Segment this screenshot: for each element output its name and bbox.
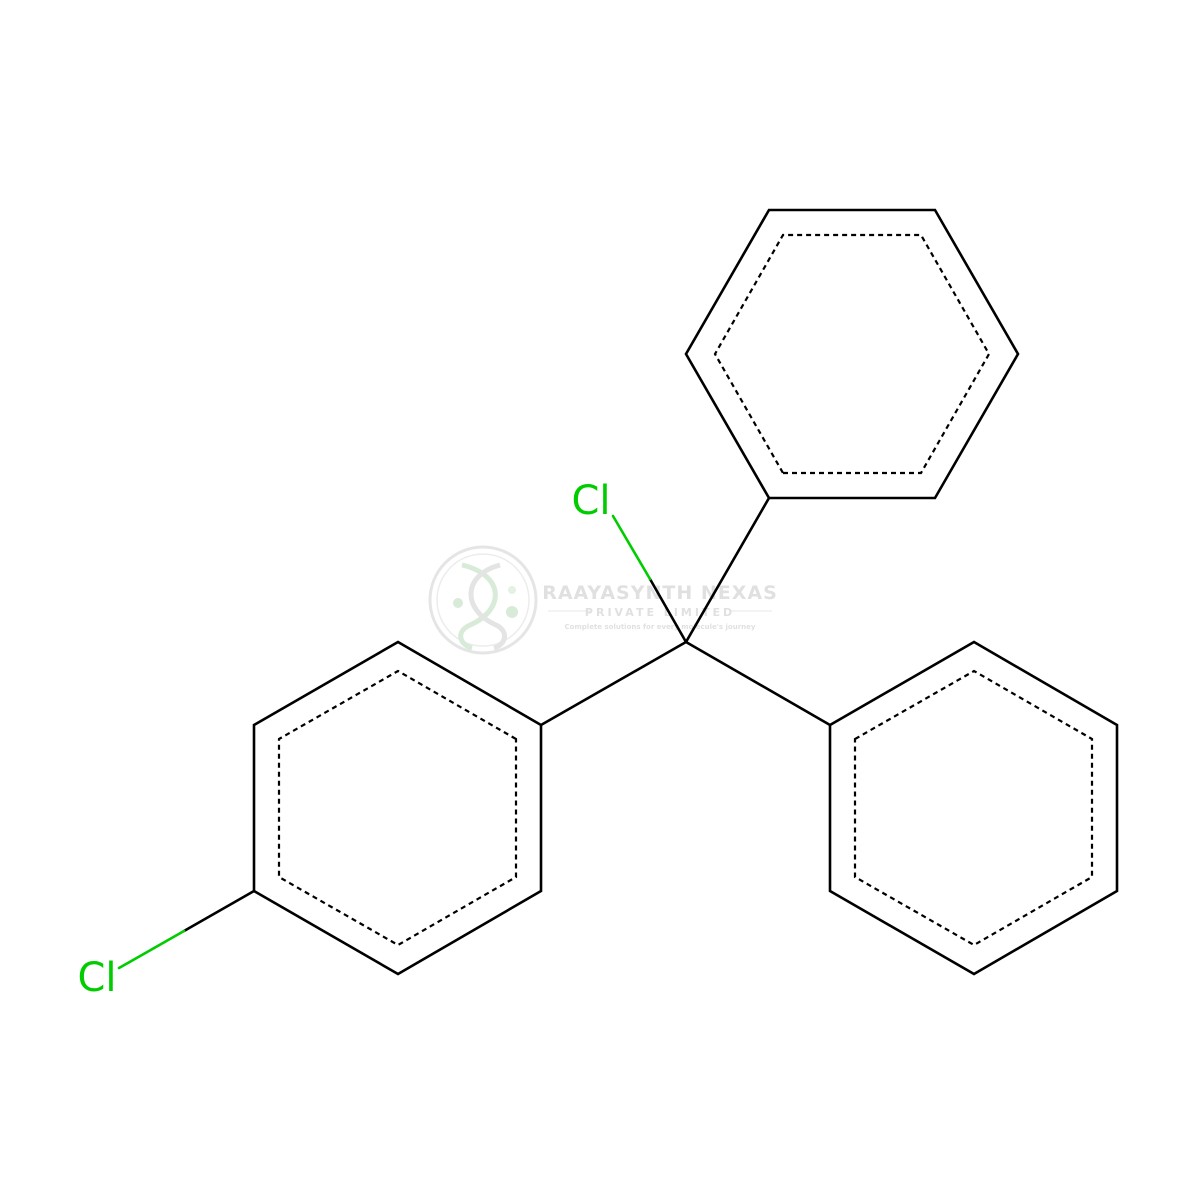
ring-outer-bonds xyxy=(684,208,1020,500)
bond-para-cl-carbon-half xyxy=(182,889,256,933)
phenyl-ring-right xyxy=(828,640,1119,976)
ring-aromatic-bonds xyxy=(277,669,518,947)
ring-outer-bonds xyxy=(828,640,1119,976)
ring-outer-bonds xyxy=(252,640,543,976)
phenyl-ring-top xyxy=(684,208,1020,500)
watermark-subtitle: PRIVATE LIMITED xyxy=(585,606,735,619)
bond-center-to-right-ring xyxy=(684,640,832,727)
bond-center-to-left-ring xyxy=(539,640,688,727)
watermark-logo-icon xyxy=(428,545,538,655)
chlorophenyl-ring-left xyxy=(252,640,543,976)
atom-label-chlorine-central: Cl xyxy=(571,478,610,524)
bond-para-cl-chlorine-half xyxy=(117,929,186,970)
ring-aromatic-bonds xyxy=(713,233,991,475)
bond-center-to-top-ring xyxy=(684,496,771,644)
atom-label-chlorine-para: Cl xyxy=(77,955,116,1001)
bond-center-cl-carbon-half xyxy=(648,577,688,644)
watermark: RAAYASYNTH NEXAS PRIVATE LIMITED Complet… xyxy=(428,545,778,655)
watermark-name: RAAYASYNTH NEXAS xyxy=(542,582,778,604)
bond-center-cl-chlorine-half xyxy=(611,514,652,581)
ring-aromatic-bonds xyxy=(853,669,1094,947)
watermark-tagline: Complete solutions for every molecule's … xyxy=(565,623,756,631)
